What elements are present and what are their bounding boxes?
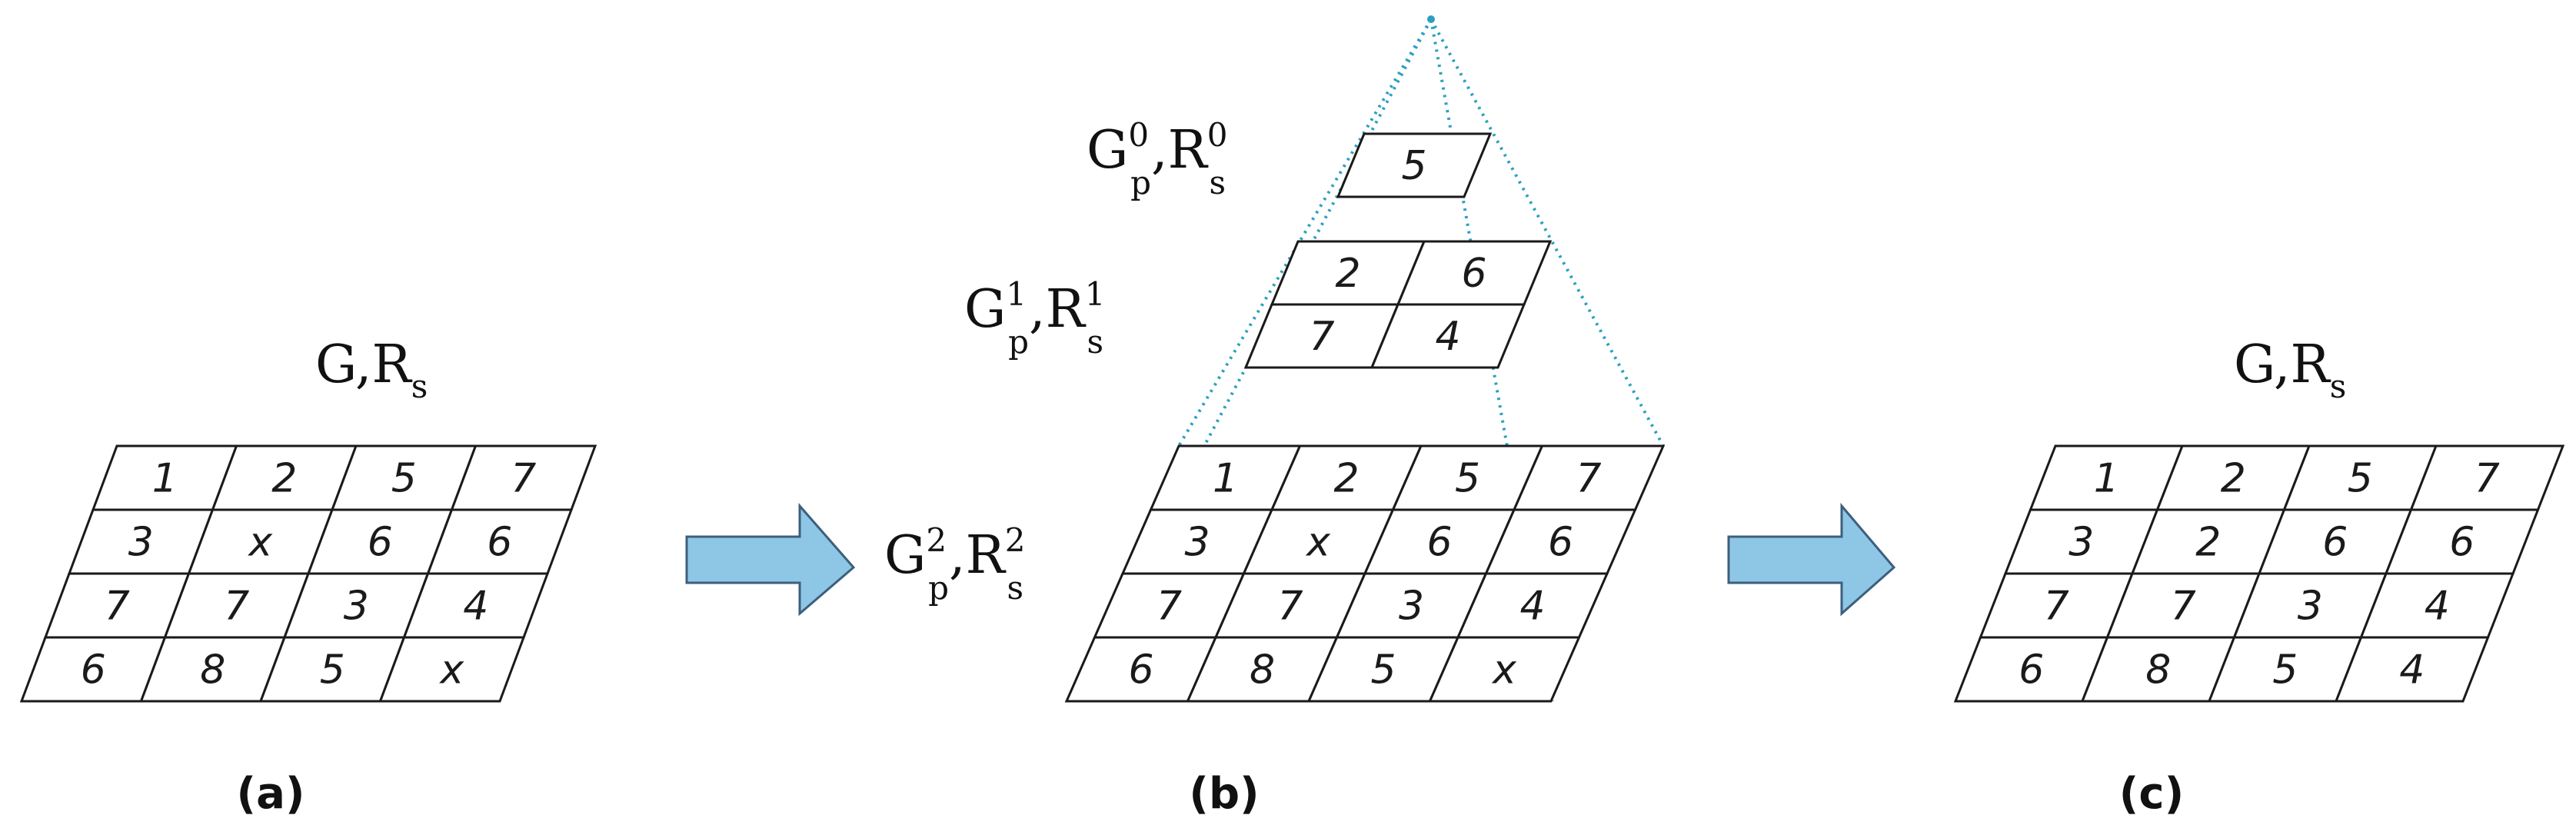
grid-cell-value: 6 bbox=[1128, 647, 1153, 694]
grid-cell-value: 6 bbox=[1461, 251, 1486, 297]
grid-cell-value: 5 bbox=[2348, 456, 2373, 502]
grid-cell-value: 1 bbox=[2094, 456, 2119, 502]
grid-cell-value: 7 bbox=[1277, 584, 1303, 630]
projection-line bbox=[1429, 18, 1665, 447]
grid-cell-value: x bbox=[1491, 647, 1517, 694]
grid-cell-value: 6 bbox=[1426, 520, 1452, 566]
grid-cell-value: 3 bbox=[1184, 520, 1210, 566]
grid-cell bbox=[1428, 636, 1581, 703]
grid-cell bbox=[2334, 636, 2490, 703]
grid-cell-value: 5 bbox=[391, 456, 417, 502]
grid-cell-value: 2 bbox=[1335, 251, 1360, 297]
grid-cell-value: x bbox=[438, 647, 464, 694]
grid-cell-value: 6 bbox=[2322, 520, 2348, 566]
grid-cell-value: x bbox=[247, 520, 273, 566]
grid-cell-value: 5 bbox=[1370, 647, 1396, 694]
grid-cell-value: 8 bbox=[200, 647, 225, 694]
grid-cell-value: 7 bbox=[511, 456, 536, 502]
grid-cell-value: 3 bbox=[2298, 584, 2323, 630]
grid-cell-value: 1 bbox=[152, 456, 178, 502]
grid-cell-value: 4 bbox=[463, 584, 488, 630]
grid-cell bbox=[378, 636, 526, 703]
grid-cell-value: 3 bbox=[1399, 584, 1424, 630]
caption-a: (a) bbox=[237, 769, 305, 819]
grid-cell-value: 4 bbox=[2399, 647, 2425, 694]
grid-cell-value: 6 bbox=[81, 647, 106, 694]
grid-cell-value: 5 bbox=[1455, 456, 1480, 502]
grid-cell-value: 4 bbox=[2425, 584, 2450, 630]
grid-cell-value: 1 bbox=[1213, 456, 1238, 502]
caption-c: (c) bbox=[2119, 769, 2184, 819]
grid-cell-value: 7 bbox=[2171, 584, 2196, 630]
grid-cell-value: 4 bbox=[1435, 314, 1460, 360]
grid-cell-value: 5 bbox=[1401, 143, 1426, 189]
grid-cell-value: 4 bbox=[1519, 584, 1545, 630]
grid-cell-value: 7 bbox=[2044, 584, 2069, 630]
grid-cell-value: 6 bbox=[487, 520, 512, 566]
projection-line bbox=[1177, 18, 1433, 447]
label-a: G,Rs bbox=[315, 334, 428, 405]
grid-cell-value: 3 bbox=[2068, 520, 2094, 566]
grid-cell-value: 7 bbox=[2474, 456, 2500, 502]
apex-point bbox=[1427, 15, 1435, 23]
right-arrow-icon bbox=[1727, 502, 1896, 617]
grid-cell-value: 2 bbox=[271, 456, 297, 502]
grid-cell-value: 5 bbox=[320, 647, 345, 694]
grid-cell-value: x bbox=[1305, 520, 1331, 566]
grid-b-level1: 2 6 7 4 bbox=[1243, 240, 1553, 369]
grid-cell-value: 7 bbox=[1157, 584, 1182, 630]
grid-cell-value: 8 bbox=[2145, 647, 2171, 694]
label-c: G,Rs bbox=[2234, 334, 2346, 405]
caption-b: (b) bbox=[1189, 769, 1259, 819]
grid-cell-value: 5 bbox=[2272, 647, 2298, 694]
grid-cell-value: 2 bbox=[2195, 520, 2221, 566]
grid-cell bbox=[1370, 303, 1526, 369]
grid-cell-value: 6 bbox=[2449, 520, 2474, 566]
grid-cell-value: 3 bbox=[344, 584, 369, 630]
grid-cell-value: 6 bbox=[1548, 520, 1573, 566]
grid-cell-value: 3 bbox=[128, 520, 154, 566]
grid-cell-value: 7 bbox=[1309, 314, 1334, 360]
grid-cell-value: 6 bbox=[2019, 647, 2044, 694]
grid-cell-value: 6 bbox=[368, 520, 393, 566]
grid-cell-value: 7 bbox=[1576, 456, 1601, 502]
grid-b-level0: 5 bbox=[1336, 132, 1493, 198]
grid-cell-value: 2 bbox=[1333, 456, 1359, 502]
grid-cell-value: 7 bbox=[105, 584, 130, 630]
grid-cell-value: 8 bbox=[1250, 647, 1275, 694]
grid-cell bbox=[1336, 132, 1493, 198]
right-arrow-icon bbox=[685, 503, 856, 617]
grid-cell-value: 7 bbox=[224, 584, 249, 630]
grid-a: 1 2 5 7 3 x 6 6 7 7 3 4 6 8 5 x bbox=[19, 444, 597, 703]
grid-cell-value: 2 bbox=[2221, 456, 2246, 502]
